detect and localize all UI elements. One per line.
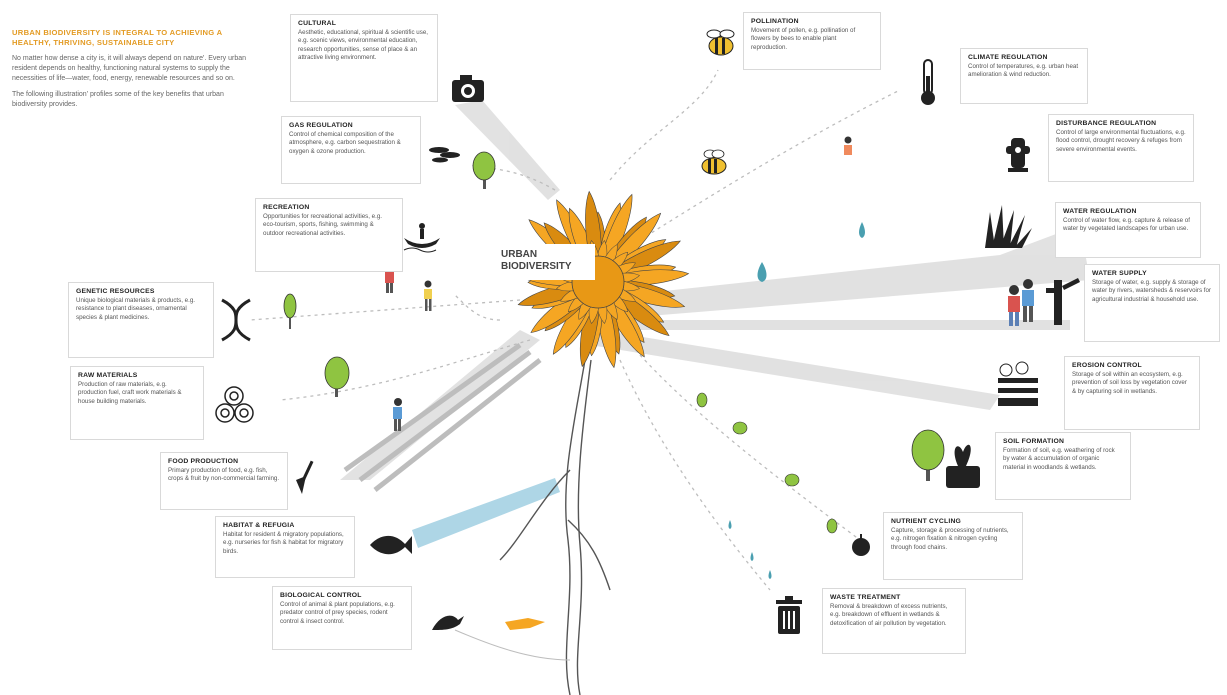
yellow-bird-icon xyxy=(505,618,545,630)
trash-icon xyxy=(776,596,802,634)
canoe-icon xyxy=(403,223,440,253)
box-waste-treatment: WASTE TREATMENT Removal & breakdown of e… xyxy=(822,588,966,654)
box-climate-regulation: CLIMATE REGULATION Control of temperatur… xyxy=(960,48,1088,104)
box-text: Storage of water, e.g. supply & storage … xyxy=(1092,279,1211,303)
apple-icon xyxy=(852,534,870,556)
pump-icon xyxy=(1046,278,1080,325)
box-disturbance-regulation: DISTURBANCE REGULATION Control of large … xyxy=(1048,114,1194,182)
bee-icon xyxy=(706,29,735,56)
box-title: FOOD PRODUCTION xyxy=(168,458,239,465)
box-title: WASTE TREATMENT xyxy=(830,594,901,601)
branch xyxy=(454,629,571,661)
box-title: POLLINATION xyxy=(751,18,799,25)
bee-icon xyxy=(701,149,727,175)
tree-icon xyxy=(324,356,350,397)
box-water-supply: WATER SUPPLY Storage of water, e.g. supp… xyxy=(1084,264,1220,342)
shovel-icon xyxy=(296,460,314,494)
person-icon xyxy=(844,136,852,155)
box-soil-formation: SOIL FORMATION Formation of soil, e.g. w… xyxy=(995,432,1131,500)
intro-block: URBAN BIODIVERSITY IS INTEGRAL TO ACHIEV… xyxy=(12,28,252,110)
grass-icon xyxy=(985,205,1032,248)
shrub-icon xyxy=(696,392,838,534)
box-text: Formation of soil, e.g. weathering of ro… xyxy=(1003,447,1115,471)
box-title: DISTURBANCE REGULATION xyxy=(1056,120,1157,127)
logs-icon xyxy=(215,386,254,423)
intro-heading: URBAN BIODIVERSITY IS INTEGRAL TO ACHIEV… xyxy=(12,28,223,47)
box-title: SOIL FORMATION xyxy=(1003,438,1065,445)
connectors xyxy=(249,69,901,591)
box-gas-regulation: GAS REGULATION Control of chemical compo… xyxy=(281,116,421,184)
box-title: RAW MATERIALS xyxy=(78,372,138,379)
box-text: Removal & breakdown of excess nutrients,… xyxy=(830,603,948,627)
hikers-icon xyxy=(1008,279,1034,326)
dna-icon xyxy=(221,298,251,342)
intro-paragraph: No matter how dense a city is, it will a… xyxy=(12,55,247,82)
box-erosion-control: EROSION CONTROL Storage of soil within a… xyxy=(1064,356,1200,430)
box-title: BIOLOGICAL CONTROL xyxy=(280,592,362,599)
intro-paragraph-2: The following illustration' profiles som… xyxy=(12,91,224,108)
bird-icon xyxy=(432,615,464,630)
box-biological-control: BIOLOGICAL CONTROL Control of animal & p… xyxy=(272,586,412,650)
box-text: Opportunities for recreational activitie… xyxy=(263,213,382,237)
box-title: GAS REGULATION xyxy=(289,122,353,129)
box-genetic-resources: GENETIC RESOURCES Unique biological mate… xyxy=(68,282,214,358)
box-text: Control of temperatures, e.g. urban heat… xyxy=(968,63,1079,79)
box-text: Control of chemical composition of the a… xyxy=(289,131,401,155)
box-title: RECREATION xyxy=(263,204,310,211)
box-pollination: POLLINATION Movement of pollen, e.g. pol… xyxy=(743,12,881,70)
box-title: GENETIC RESOURCES xyxy=(76,288,155,295)
box-text: Control of animal & plant populations, e… xyxy=(280,601,395,625)
thermometer-icon xyxy=(921,59,935,105)
box-nutrient-cycling: NUTRIENT CYCLING Capture, storage & proc… xyxy=(883,512,1023,580)
box-text: Capture, storage & processing of nutrien… xyxy=(891,527,1009,551)
box-text: Production of raw materials, e.g. produc… xyxy=(78,381,182,405)
box-text: Aesthetic, educational, spiritual & scie… xyxy=(298,29,429,62)
cloud-icon xyxy=(429,147,460,163)
fish-icon xyxy=(370,535,412,555)
box-cultural: CULTURAL Aesthetic, educational, spiritu… xyxy=(290,14,438,102)
box-title: HABITAT & REFUGIA xyxy=(223,522,295,529)
camera-icon xyxy=(452,75,484,102)
hydrant-icon xyxy=(1006,138,1030,172)
box-recreation: RECREATION Opportunities for recreationa… xyxy=(255,198,403,272)
tree-icon xyxy=(283,293,297,329)
box-title: CLIMATE REGULATION xyxy=(968,54,1048,61)
tree-icon xyxy=(472,151,496,189)
box-text: Habitat for resident & migratory populat… xyxy=(223,531,344,555)
box-title: EROSION CONTROL xyxy=(1072,362,1142,369)
person-icon xyxy=(393,398,402,431)
box-title: NUTRIENT CYCLING xyxy=(891,518,962,525)
box-title: CULTURAL xyxy=(298,20,337,27)
water-drop-icon xyxy=(728,222,865,579)
box-raw-materials: RAW MATERIALS Production of raw material… xyxy=(70,366,204,440)
box-food-production: FOOD PRODUCTION Primary production of fo… xyxy=(160,452,288,510)
person-icon xyxy=(424,280,432,311)
soil-layers-icon xyxy=(998,361,1038,406)
box-text: Movement of pollen, e.g. pollination of … xyxy=(751,27,856,51)
box-text: Primary production of food, e.g. fish, c… xyxy=(168,467,280,483)
tree-icon xyxy=(911,429,945,481)
box-habitat-refugia: HABITAT & REFUGIA Habitat for resident &… xyxy=(215,516,355,578)
box-text: Unique biological materials & products, … xyxy=(76,297,196,321)
sprout-icon xyxy=(946,444,980,488)
box-title: WATER REGULATION xyxy=(1063,208,1137,215)
box-text: Control of large environmental fluctuati… xyxy=(1056,129,1186,153)
box-title: WATER SUPPLY xyxy=(1092,270,1147,277)
furrows xyxy=(343,342,542,492)
flower-stem xyxy=(499,359,611,695)
box-water-regulation: WATER REGULATION Control of water flow, … xyxy=(1055,202,1201,258)
box-text: Storage of soil within an ecosystem, e.g… xyxy=(1072,371,1187,395)
center-label: URBAN BIODIVERSITY xyxy=(495,244,595,280)
stream xyxy=(412,478,560,548)
box-text: Control of water flow, e.g. capture & re… xyxy=(1063,217,1190,233)
